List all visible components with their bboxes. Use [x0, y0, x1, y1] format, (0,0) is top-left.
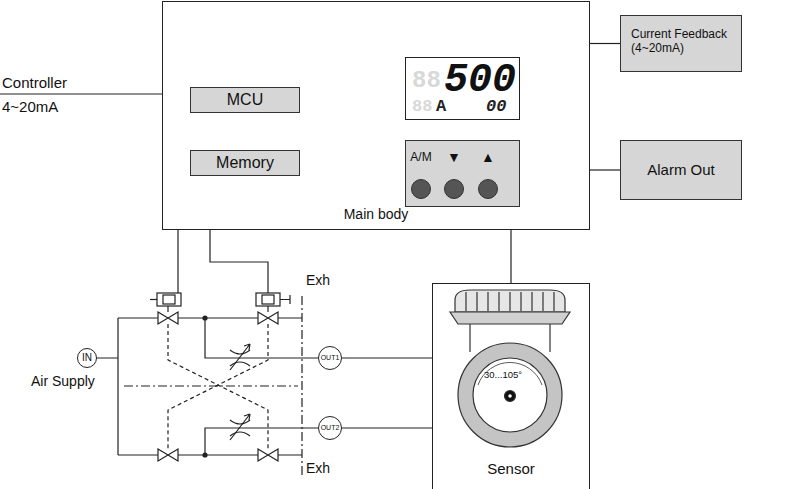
actuator-base	[450, 312, 570, 324]
node-label: 88	[412, 67, 441, 95]
signal-name: Controller	[2, 74, 67, 91]
input-wire	[0, 93, 162, 94]
node-label: OUT1	[321, 354, 340, 362]
valve-symbol	[258, 312, 278, 324]
rib-line	[531, 292, 532, 311]
dial-face	[473, 358, 547, 432]
junction-dots	[202, 315, 207, 457]
rib-line	[520, 292, 521, 311]
node-label: A/M	[410, 151, 431, 165]
node-label: Current Feedback (4~20mA)	[631, 28, 735, 56]
solenoid-symbol	[150, 299, 157, 300]
angle-range: 30...105°	[484, 370, 522, 381]
solenoid-symbol	[256, 293, 280, 306]
actuator-ribs	[466, 292, 554, 311]
push-button	[412, 180, 431, 199]
actuator-top	[455, 290, 565, 312]
wiring	[0, 94, 318, 476]
rib-line	[465, 292, 466, 311]
signal-line	[590, 169, 620, 170]
exhaust-label: Exh	[306, 272, 330, 288]
node-text: 88	[412, 97, 432, 117]
solenoid-symbol	[280, 295, 290, 304]
mcu-box: MCU	[190, 87, 300, 113]
dial-arc	[478, 362, 542, 385]
valve-stem	[168, 306, 268, 312]
feedback-box: Current Feedback (4~20mA)	[620, 15, 742, 72]
sensor-box: Sensor	[432, 283, 590, 489]
signal-line	[590, 43, 620, 44]
solenoid-symbol	[262, 295, 274, 304]
push-button	[445, 180, 464, 199]
push-button	[479, 180, 498, 199]
sensor-dial	[458, 343, 562, 447]
solenoid-wire	[177, 230, 178, 293]
node-label: IN	[82, 352, 92, 364]
rib-line	[553, 292, 554, 311]
lcd-display: 8850088A00	[405, 57, 520, 120]
needle-valve	[230, 414, 250, 440]
signal-range: 4~20mA	[2, 98, 58, 115]
node-text: Air Supply	[31, 373, 95, 389]
pipe	[118, 317, 302, 318]
exhaust-label: Exh	[306, 460, 330, 476]
valve-symbol	[258, 449, 278, 461]
node-text: ▼	[447, 149, 461, 165]
node-label: Memory	[216, 154, 274, 172]
node-text: 00	[486, 97, 506, 117]
signal-line	[510, 230, 511, 283]
pipe	[205, 428, 318, 455]
inlet-port: INAir Supply	[77, 348, 97, 368]
rib-line	[509, 292, 510, 311]
actuator-illustration	[450, 290, 570, 447]
signal-line	[342, 427, 432, 428]
rib-line	[498, 292, 499, 311]
pipe	[118, 454, 302, 455]
valve-symbol	[158, 449, 178, 461]
alarm-box: Alarm Out	[620, 140, 742, 200]
needle-valve	[230, 350, 250, 366]
rib-line	[476, 292, 477, 311]
solenoid-symbol	[157, 293, 181, 306]
button-panel: A/M ▼ ▲	[405, 140, 520, 207]
signal-line	[342, 357, 432, 358]
needle-valve	[230, 344, 250, 370]
node-label: Alarm Out	[647, 161, 715, 178]
node-text: ▲	[481, 149, 495, 165]
solenoid-symbol	[163, 295, 175, 304]
node-text: A	[436, 97, 446, 117]
pipe	[205, 318, 318, 358]
memory-box: Memory	[190, 150, 300, 176]
junction-dot	[202, 315, 207, 320]
junction-dot	[202, 452, 207, 457]
dial-center	[508, 394, 512, 398]
outlet-port: OUT2	[318, 416, 342, 440]
solenoid-wire	[210, 230, 268, 293]
needle-valve	[230, 420, 250, 436]
pipe	[97, 318, 118, 455]
valve-symbol	[158, 312, 178, 324]
exhaust-boundary	[301, 296, 302, 476]
node-label: Sensor	[487, 460, 535, 477]
dial-center	[505, 391, 516, 402]
node-label: Main body	[344, 206, 409, 222]
center-line	[124, 385, 298, 386]
main-body-box: Main bodyMCUMemory8850088A00A/M▼▲	[162, 1, 590, 230]
node-label: OUT2	[321, 424, 340, 432]
outlet-port: OUT1	[318, 346, 342, 370]
node-label: MCU	[227, 91, 263, 109]
rib-line	[542, 292, 543, 311]
rib-line	[487, 292, 488, 311]
